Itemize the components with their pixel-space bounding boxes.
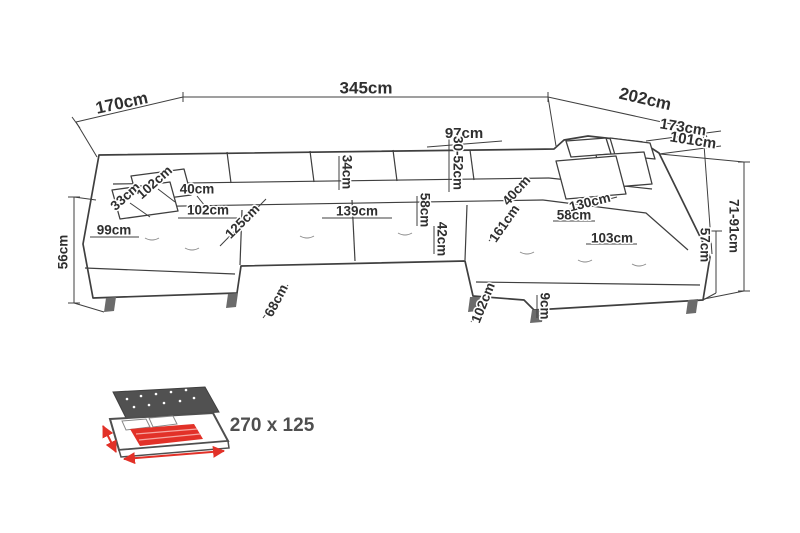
dim-left-seat-width-label: 102cm — [187, 203, 229, 218]
dimension-lines — [68, 92, 750, 323]
sofa-leg — [468, 297, 480, 312]
bed-depth-arrow — [102, 425, 117, 453]
bed-sleeping-area-label: 270 x 125 — [230, 415, 315, 436]
left-chaise-front-edge — [84, 267, 236, 275]
bed-pillow — [121, 418, 151, 431]
dim-leg-height-label: 9cm — [537, 292, 552, 319]
tufting-mark — [519, 251, 535, 255]
tufting-mark — [299, 235, 315, 239]
backrest-division — [392, 149, 398, 182]
bed-icon: 270 x 125 — [102, 386, 316, 465]
dim-left-chaise-front-label: 99cm — [97, 223, 132, 238]
dim-left-pillow-label: 40cm — [180, 182, 215, 197]
seat-division — [351, 199, 356, 262]
sofa-leg — [226, 293, 238, 308]
dim-center-seat-width-label: 139cm — [336, 204, 378, 219]
sofa-leg — [104, 297, 116, 312]
dim-right-seat-depth-label: 58cm — [557, 208, 592, 223]
dim-left-section-depth-label: 170cm — [94, 88, 150, 118]
dim-total-back-width-label: 345cm — [340, 78, 393, 97]
bed-blanket-fold — [135, 428, 198, 435]
backrest-division — [469, 149, 475, 181]
dim-right-chaise-front-label: 103cm — [591, 231, 633, 246]
tufting-mark — [184, 247, 200, 251]
backrest-division — [226, 151, 232, 184]
dim-right-arm-height-label: 57cm — [697, 228, 712, 263]
dim-right-back-inner-label: 97cm — [445, 125, 483, 142]
left-chaise-inner-edge — [239, 209, 243, 266]
sofa-leg — [686, 299, 698, 314]
bed-headboard-dots — [125, 388, 196, 409]
sofa-drawing — [82, 135, 711, 323]
dim-backrest-thickness-label: 34cm — [339, 155, 354, 190]
tufting-mark — [631, 263, 647, 267]
right-chaise-inner-edge — [464, 204, 468, 261]
dim-backrest-height-range-label: 71-91cm — [726, 199, 741, 253]
bed-blanket-fold — [138, 433, 201, 441]
right-front-pillow — [555, 155, 627, 200]
tufting-mark — [397, 232, 413, 236]
dim-front-depth-label: 68cm — [261, 282, 290, 320]
right-chaise-front-edge — [475, 281, 701, 286]
seat-rear-edge-right — [542, 199, 689, 251]
seat-rear-edge — [121, 199, 544, 208]
bed-pillow — [148, 415, 178, 428]
tufting-mark — [577, 259, 593, 263]
dim-seat-height-label: 42cm — [434, 222, 449, 257]
dim-headrest-height-label: 30-52cm — [450, 136, 465, 190]
bed-width-arrow — [123, 445, 225, 465]
dim-left-arm-height-label: 56cm — [56, 235, 71, 270]
tufting-mark — [144, 237, 160, 241]
dim-right-section-depth-label: 202cm — [617, 84, 673, 114]
backrest-division — [309, 150, 315, 183]
dim-seat-depth-label: 58cm — [417, 193, 432, 228]
bed-headboard — [112, 386, 220, 419]
